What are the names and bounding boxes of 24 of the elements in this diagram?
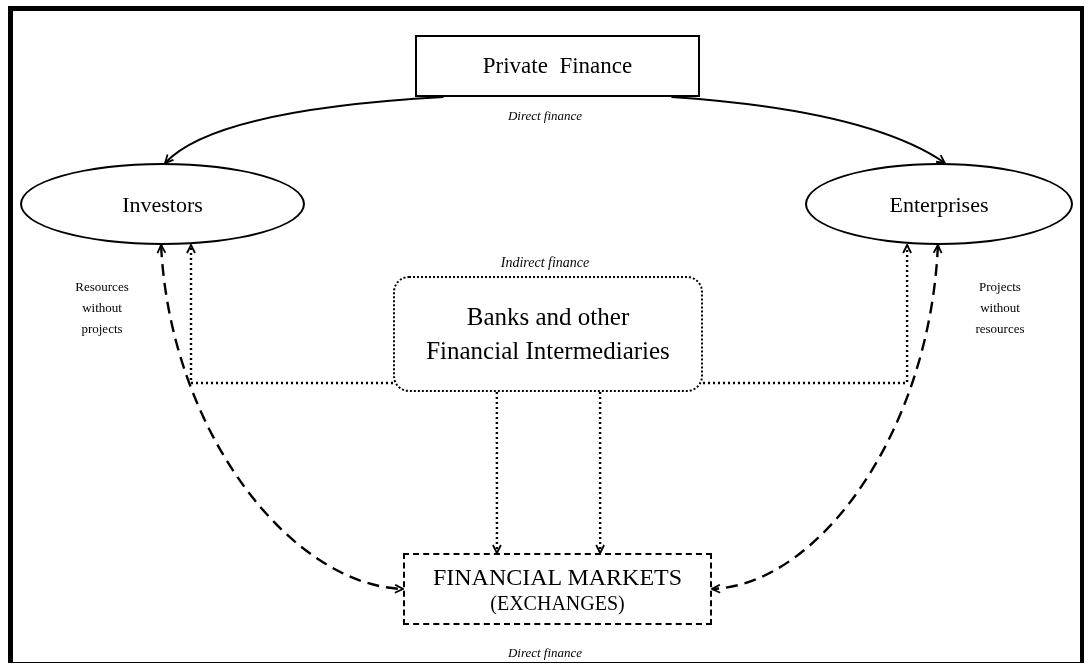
arrow bbox=[711, 244, 943, 593]
rounded-box bbox=[393, 276, 703, 392]
process-box bbox=[415, 35, 700, 97]
node-label: Banks and other Financial Intermediaries bbox=[425, 302, 671, 366]
annotation-text: Direct finance bbox=[506, 644, 584, 662]
arrow bbox=[157, 244, 404, 593]
arrow bbox=[703, 244, 912, 385]
annotation-text: Indirect finance bbox=[499, 254, 591, 272]
node-label: (EXCHANGES) bbox=[490, 591, 625, 615]
arrow bbox=[186, 244, 393, 385]
node-label: FINANCIAL MARKETS bbox=[432, 563, 683, 591]
arrow bbox=[164, 96, 445, 164]
node-label: Enterprises bbox=[889, 190, 989, 219]
arrow bbox=[492, 392, 502, 554]
annotation-text: Projects without resources bbox=[974, 278, 1026, 338]
node-label: Private Finance bbox=[482, 51, 633, 80]
dashed-box bbox=[403, 553, 712, 625]
annotation-text: Direct finance bbox=[506, 107, 584, 125]
arrow bbox=[595, 392, 606, 554]
node-label: Investors bbox=[122, 190, 203, 219]
annotation-text: Resources without projects bbox=[74, 278, 130, 338]
ellipse-node bbox=[805, 163, 1073, 245]
ellipse-node bbox=[20, 163, 305, 245]
arrow bbox=[670, 96, 946, 164]
